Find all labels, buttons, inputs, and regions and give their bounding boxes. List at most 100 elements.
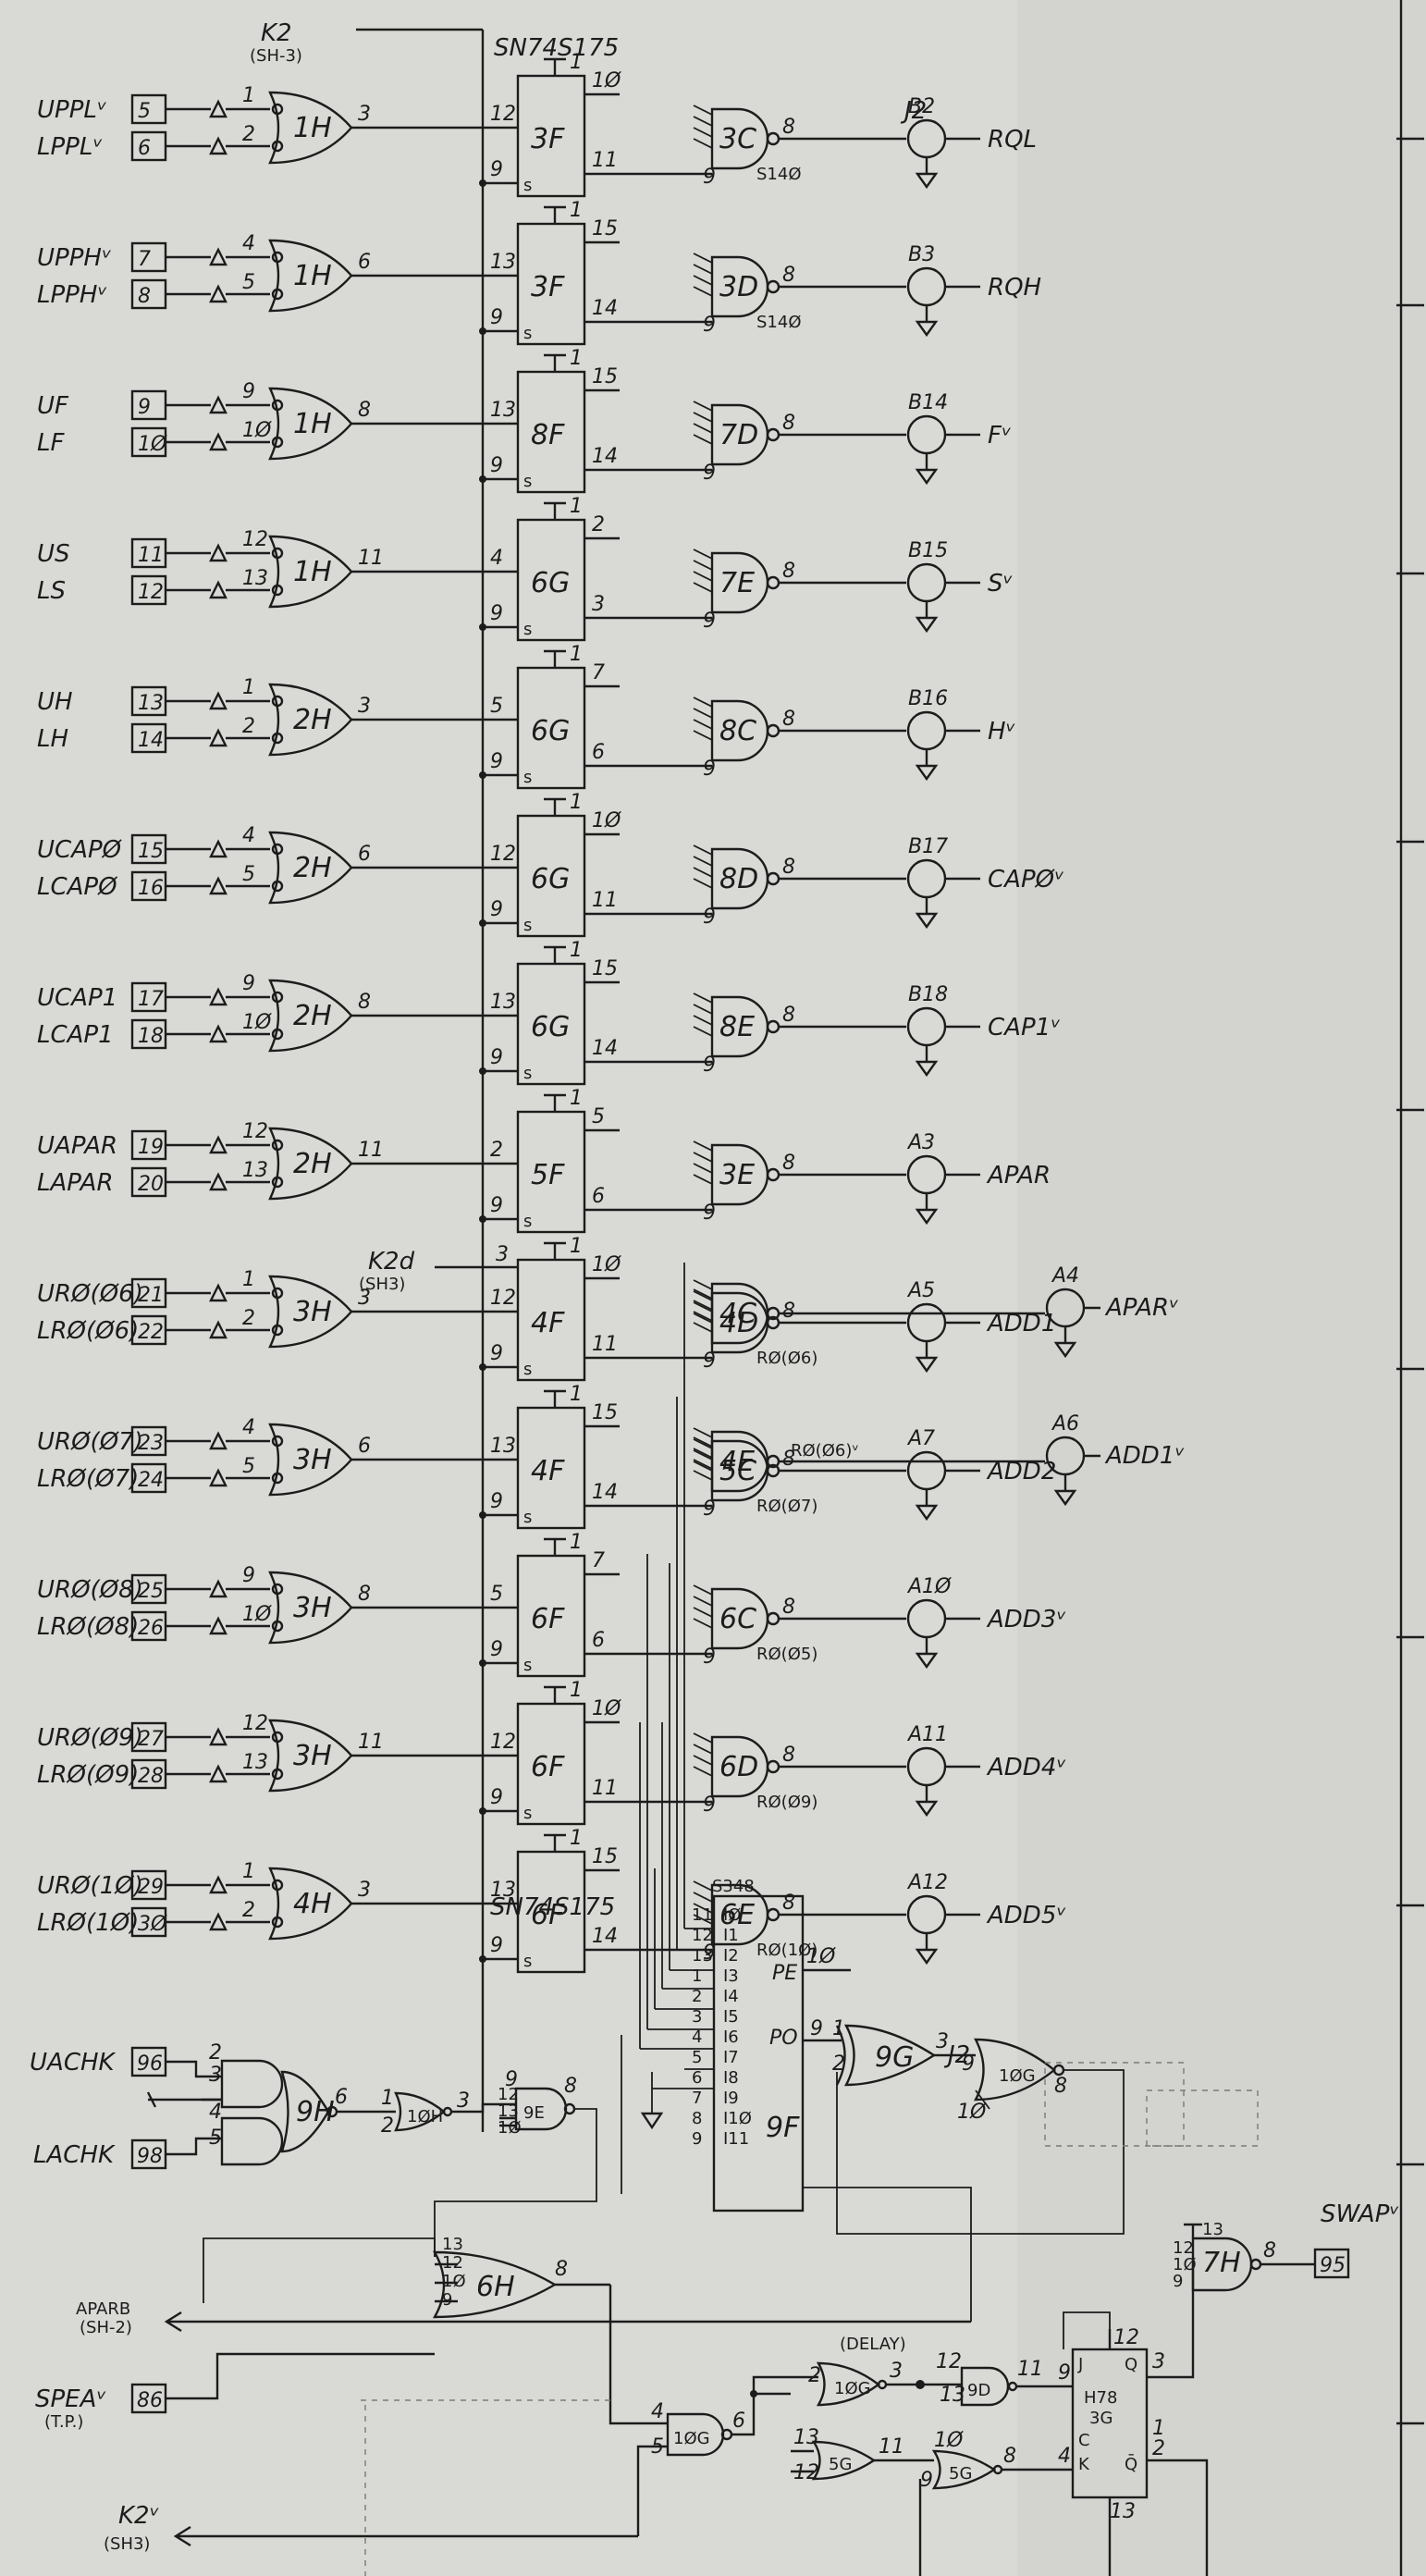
ff-clock-pin: 1 [570,791,583,814]
ff-clock-pin: 1 [570,939,583,962]
ff-out-pin: 1Ø [592,809,621,832]
parity-input-pin: 11 [692,1905,713,1925]
gate-6h-pin-12: 12 [442,2253,463,2273]
gate-5g2-pin-8: 8 [1003,2445,1016,2468]
jk-pin-13: 13 [1110,2500,1136,2523]
or-gate-id: 2H [293,852,332,884]
ff-input-pin: 12 [490,103,516,126]
output-gate-out-pin: 8 [782,1300,795,1323]
termination-triangle [209,1468,227,1487]
ff-clock-pin: 1 [570,1679,583,1702]
parity-input-label: I5 [723,2007,739,2027]
gate-input-pin: 4 [242,1416,255,1439]
ff-clear-pin: 9 [490,306,503,329]
flip-flop [516,1554,586,1678]
flip-flop-id: 4F [531,1455,565,1487]
upper-signal-label: UH [37,688,73,716]
output-gate-out-pin: 8 [782,1448,795,1471]
connector-pin-id: B14 [908,391,948,414]
output-gate-id: 8E [719,1011,755,1043]
termination-triangle [209,728,227,747]
or-gate-out-pin: 3 [358,695,371,718]
output-gate-out-pin: 8 [782,1152,795,1175]
connector-pin-upper: 17 [138,988,164,1011]
ff-q-pin: 6 [592,1185,605,1208]
output-gate-pin-9: 9 [703,314,716,337]
or-gate-id: 1H [293,260,332,292]
ff-input-pin: 13 [490,399,516,422]
parity-input-label: I8 [723,2068,739,2088]
or-gate [268,535,353,609]
parity-input-pin: 8 [692,2109,702,2128]
gate-9h-pin-2: 2 [209,2041,222,2064]
output-gate-note: RØ(Ø6) [756,1349,817,1368]
spea-input: SPEAᵛ (T.P.) 86 [35,2352,435,2432]
gate-9h-pin-6: 6 [335,2086,348,2109]
connector-pin-upper: 27 [138,1728,164,1751]
gate-5g-pin-13: 13 [793,2426,819,2449]
upper-signal-label: URØ(Ø9) [37,1724,143,1752]
upper-signal-label: UCAP1 [37,984,117,1012]
termination-triangle [209,1172,227,1191]
gate-6h-pin-13: 13 [442,2235,463,2254]
output-gate-id: 6E [719,1899,755,1931]
aparb-output: APARB (SH-2) [76,2187,972,2337]
gate-10g-pin-6: 6 [732,2410,745,2433]
flip-flop [516,666,586,790]
ff-input-pin: 12 [490,843,516,866]
gate-9g-pin-2: 2 [832,2052,845,2076]
output-signal-label: CAPØᵛ [988,866,1064,894]
ff-out-pin: 15 [592,957,618,980]
gate-9h-label: 9H [296,2096,335,2128]
flip-flop [516,1850,586,1974]
or-gate [268,831,353,905]
gate-10g-pin-4: 4 [651,2400,664,2423]
ff-clear-pin: 9 [490,898,503,921]
lower-signal-label: LF [37,429,65,457]
termination-triangle [209,580,227,599]
parity-chip-id: 9F [766,2112,800,2144]
gate-9d-pin-13: 13 [940,2384,965,2407]
connector-pin-upper: 15 [138,840,164,863]
ff-out-pin: 15 [592,365,618,388]
upper-signal-label: UPPHᵛ [37,244,112,272]
connector-pin-id: B16 [908,687,948,710]
lachk-label: LACHK [33,2141,116,2169]
lower-signal-label: LCAPØ [37,873,118,901]
gate-7h-label: 7H [1202,2247,1241,2279]
parity-input-pin: 6 [692,2068,702,2088]
part-number-bottom: SN74S175 [490,1893,615,1921]
or-gate [268,1719,353,1793]
gate-10g-check-pin-8: 8 [1054,2075,1067,2098]
or-gate [268,683,353,757]
output-gate-out-pin: 8 [782,856,795,879]
ff-input-pin: 13 [490,1435,516,1458]
gate-9h-pin-4: 4 [209,2101,222,2124]
flip-flop-id: 4F [531,1307,565,1339]
lower-signal-label: LH [37,725,68,753]
or-gate-id: 1H [293,112,332,144]
output-gate-pin-9: 9 [703,462,716,485]
or-gate-id: 3H [293,1444,332,1476]
output-signal-label: ADD4ᵛ [986,1754,1066,1781]
ff-s-label: s [523,916,532,935]
output-gate-out-pin: 8 [782,1596,795,1619]
gate-5g-second-label: 5G [949,2464,972,2484]
ff-q-pin: 14 [592,1925,618,1948]
lower-signal-label: LRØ(1Ø) [37,1909,139,1937]
gate-10g-delay-label: 1ØG [673,2429,710,2448]
output-signal-label: CAP1ᵛ [988,1014,1061,1041]
termination-triangle [209,99,227,118]
extra-signal-label: APARᵛ [1104,1294,1179,1322]
ff-clear-pin: 9 [490,454,503,477]
output-gate-out-pin: 8 [782,116,795,139]
flip-flop-id: 8F [531,419,565,451]
parity-input-pin: 1 [692,1966,702,1986]
gate-input-pin: 1 [242,1860,255,1883]
termination-triangle [209,987,227,1006]
connector-pin-upper: 23 [138,1432,164,1455]
